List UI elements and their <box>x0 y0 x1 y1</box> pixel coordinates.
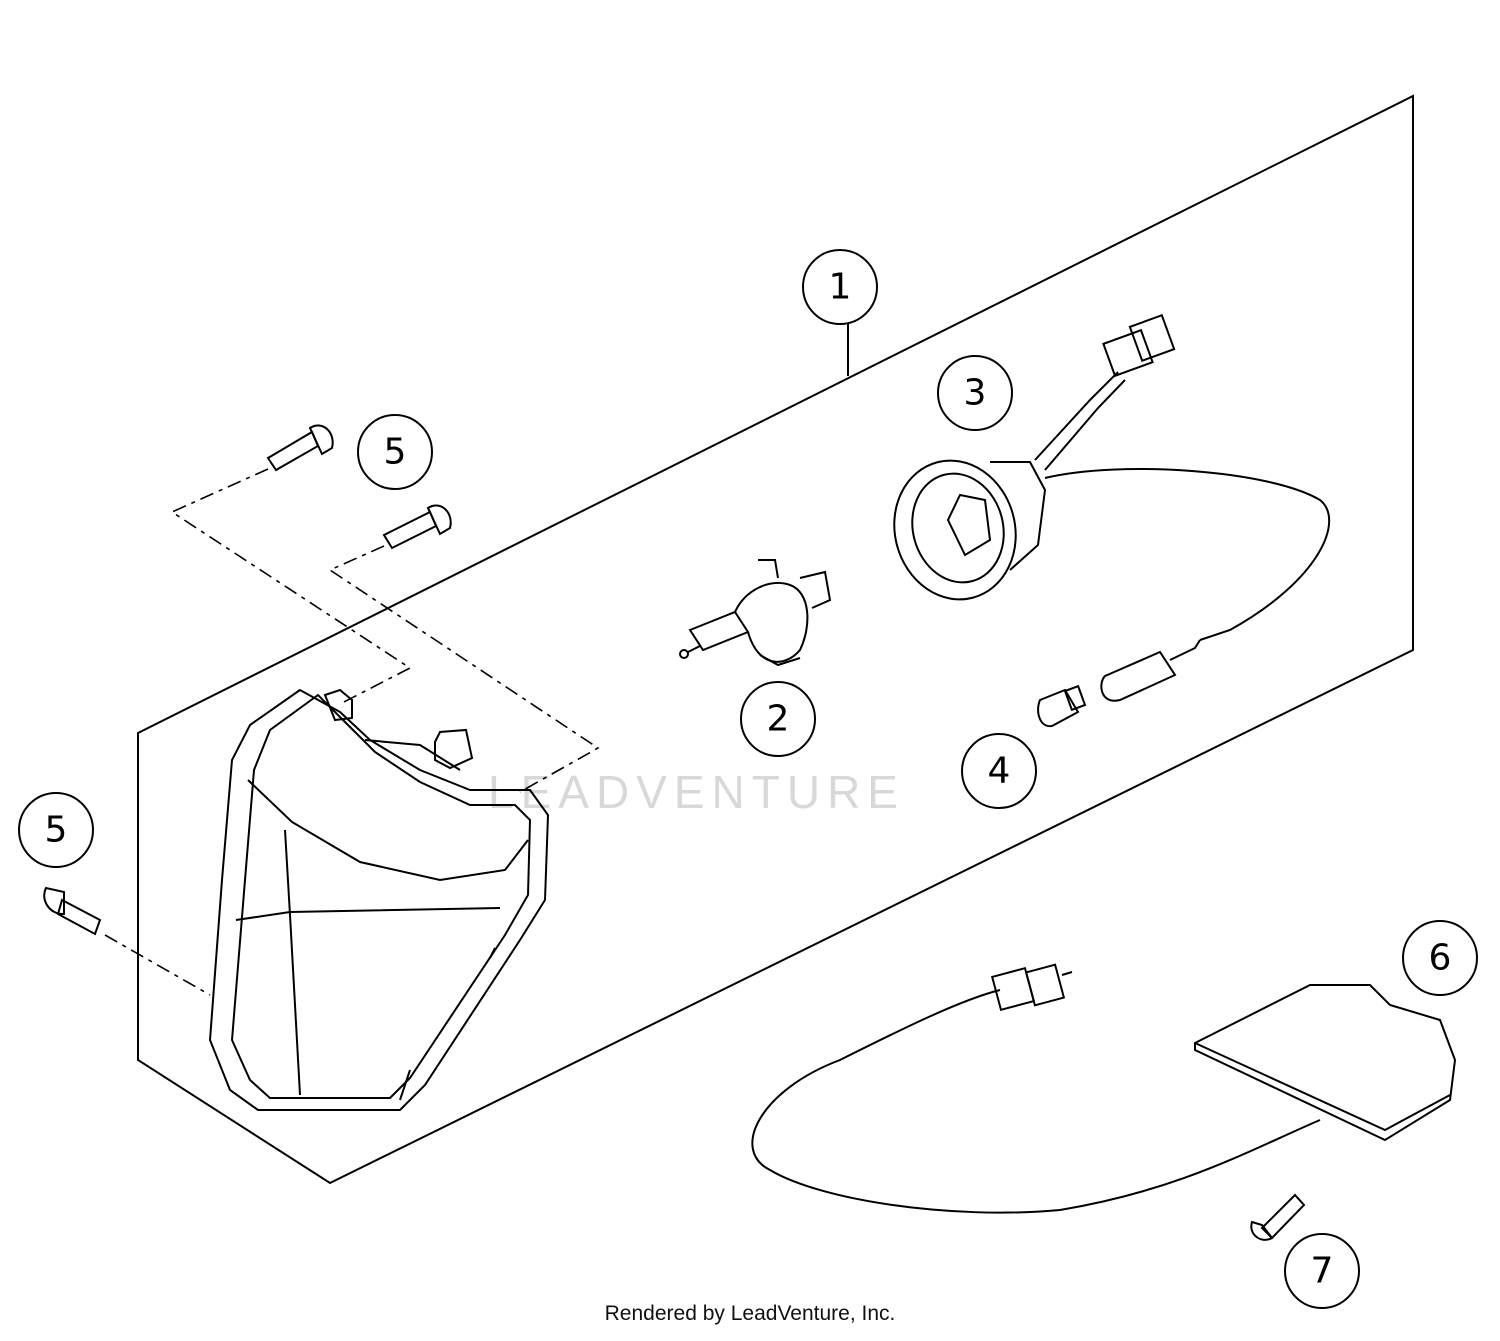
headlight-housing <box>208 688 550 1111</box>
callout-5-upper: 5 <box>357 414 433 490</box>
callout-1: 1 <box>802 249 878 325</box>
housing-top-clip <box>434 728 474 770</box>
callout-label-6: 6 <box>1429 938 1452 979</box>
dash-guide-side <box>104 934 211 996</box>
callout-label-2: 2 <box>767 699 790 740</box>
callout-label-5-left: 5 <box>45 810 68 851</box>
callout-label-4: 4 <box>988 751 1011 792</box>
callout-label-1: 1 <box>829 267 852 308</box>
callout-7: 7 <box>1284 1233 1360 1309</box>
housing-top-nub <box>323 688 353 722</box>
callout-4: 4 <box>961 733 1037 809</box>
bolt-upper-1 <box>266 424 334 472</box>
callout-label-7: 7 <box>1311 1251 1334 1292</box>
dash-guide-upper-left <box>170 468 412 705</box>
bolts <box>43 424 1306 1241</box>
callout-2: 2 <box>740 681 816 757</box>
bulb-socket <box>893 313 1331 641</box>
callout-label-5-upper: 5 <box>384 432 407 473</box>
dashed-guides <box>104 468 600 996</box>
callout-5-left: 5 <box>18 792 94 868</box>
bolt-upper-2 <box>382 504 452 550</box>
watermark-text: LEADVENTURE <box>488 766 905 818</box>
parking-bulb <box>1037 639 1201 728</box>
bolt-drl <box>1250 1193 1306 1241</box>
dash-guide-upper-right <box>328 545 600 793</box>
assembly-outline <box>137 94 1414 1185</box>
drl-unit <box>751 963 1457 1214</box>
callout-label-3: 3 <box>964 373 987 414</box>
callout-3: 3 <box>937 355 1013 431</box>
callout-6: 6 <box>1402 920 1478 996</box>
headlight-bulb <box>679 559 832 667</box>
footer-credit: Rendered by LeadVenture, Inc. <box>604 1302 896 1325</box>
bolt-side <box>43 886 102 936</box>
